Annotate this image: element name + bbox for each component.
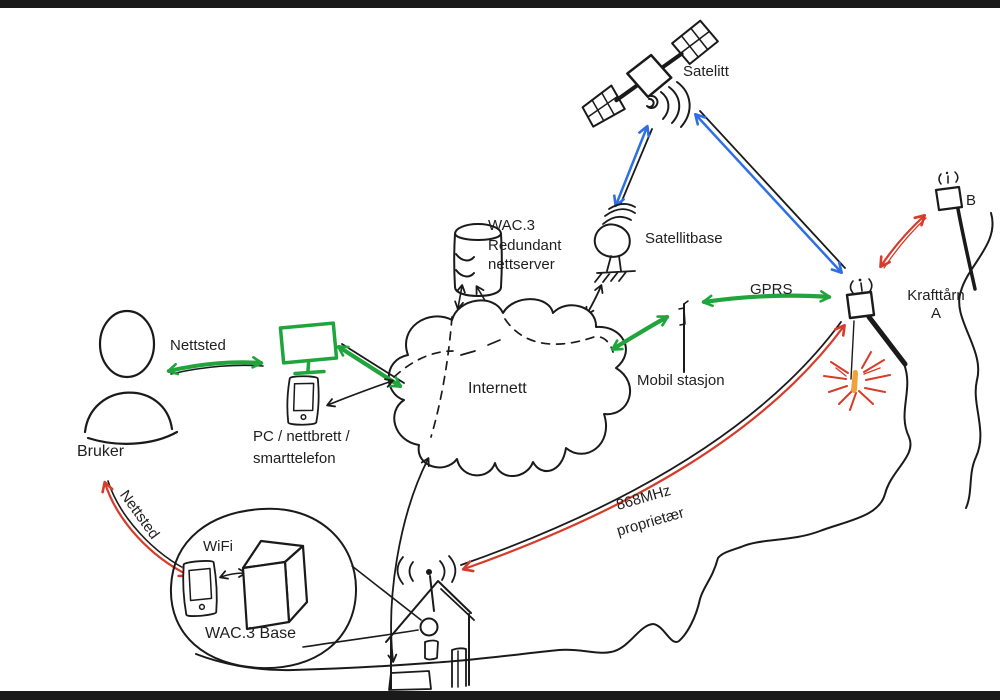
satellite-icon — [581, 19, 719, 128]
house-antenna-icon — [396, 555, 457, 612]
arrow-base-internet — [585, 284, 604, 316]
bottom-border — [0, 691, 1000, 700]
spark-icon — [823, 351, 891, 411]
arrow-satellite-to-base — [613, 124, 653, 208]
terrain-line — [195, 212, 994, 672]
arrow-house-internet — [387, 457, 430, 663]
radio-node-a-icon — [845, 278, 908, 380]
arrow-internet-mobile — [610, 314, 670, 352]
label-server-line2: Redundant — [488, 236, 562, 254]
radio-waves-icon — [646, 81, 691, 128]
wifi-box-icon — [241, 539, 309, 631]
arrow-gprs — [701, 290, 832, 308]
label-tower-b: B — [966, 192, 977, 209]
arrow-phone-base — [219, 568, 247, 580]
label-devices-line1: PC / nettbrett / — [253, 428, 350, 445]
label-server-line3: nettserver — [488, 256, 555, 273]
label-tower-name: Krafttårn — [907, 287, 965, 304]
label-satellite-base: Satellitbase — [645, 230, 723, 247]
antenna-mast-icon — [678, 300, 689, 373]
arrow-868mhz — [460, 321, 846, 573]
label-devices: PC / nettbrett / smarttelefon — [253, 426, 350, 469]
label-wac3-base: WAC.3 Base — [205, 625, 296, 642]
label-tower-a: A — [930, 305, 941, 322]
bubble-phone-icon — [182, 560, 218, 617]
label-wifi: WiFi — [203, 538, 233, 555]
label-internet: Internett — [468, 380, 527, 397]
label-satellite: Satelitt — [683, 63, 729, 80]
arrow-server-internet-1 — [454, 284, 466, 310]
label-server: WAC.3 Redundant nettserver — [488, 216, 561, 275]
person-icon — [83, 309, 179, 445]
arrow-phone-internet — [326, 378, 394, 408]
wifi-bubble — [169, 507, 358, 670]
arrow-tower-a-b — [879, 214, 927, 269]
satellite-dish-icon — [593, 203, 636, 283]
label-server-line1: WAC.3 — [488, 217, 535, 234]
monitor-icon — [278, 321, 339, 376]
label-gprs: GPRS — [750, 281, 793, 298]
radio-node-b-icon — [934, 171, 977, 291]
label-user: Bruker — [77, 443, 125, 460]
top-border — [0, 0, 1000, 8]
label-mobile-station: Mobil stasjon — [637, 372, 725, 389]
arrow-user-wifi — [101, 480, 192, 578]
label-tower: Krafttårn A — [901, 287, 971, 323]
arrow-user-devices — [166, 356, 264, 376]
label-devices-line2: smarttelefon — [253, 449, 336, 467]
label-nettsted-green: Nettsted — [170, 337, 226, 354]
smartphone-icon — [286, 375, 320, 426]
arrow-satellite-to-tower-a — [694, 110, 846, 275]
